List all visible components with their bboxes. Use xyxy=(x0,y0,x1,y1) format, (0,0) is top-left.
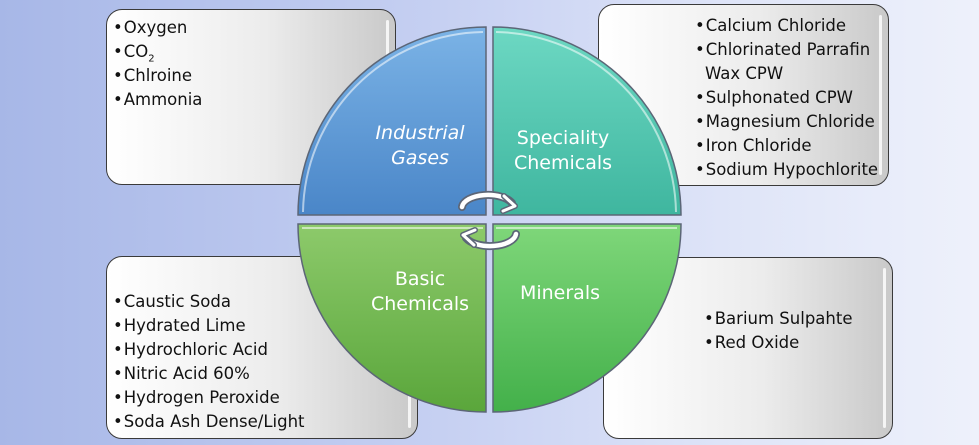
industrial-gases-label: Industrial Gases xyxy=(375,122,465,169)
basic-chemicals-label: Basic Chemicals xyxy=(370,268,470,315)
speciality-chemicals-quadrant xyxy=(492,26,682,216)
list-item: •Calcium Chloride xyxy=(695,16,847,35)
industrial-gases-list: •Oxygen •CO2 •Chlroine •Ammonia xyxy=(113,16,202,112)
list-item: •Caustic Soda xyxy=(113,292,231,311)
list-item: •Ammonia xyxy=(113,90,203,109)
list-item: •Oxygen xyxy=(113,18,188,37)
speciality-chemicals-label: Speciality Chemicals xyxy=(513,127,613,174)
list-item: •Hydrochloric Acid xyxy=(113,340,268,359)
list-item: •CO2 xyxy=(113,42,155,65)
list-item: •Magnesium Chloride xyxy=(695,112,875,131)
list-item: •Hydrogen Peroxide xyxy=(113,388,280,407)
list-item: •Sodium Hypochlorite xyxy=(695,160,879,179)
list-item: •Red Oxide xyxy=(704,333,800,352)
list-item: •Sulphonated CPW xyxy=(695,88,853,107)
list-item: •Soda Ash Dense/Light xyxy=(113,412,305,431)
minerals-label: Minerals xyxy=(519,282,601,304)
list-item: •Barium Sulpahte xyxy=(704,309,853,328)
list-item: •Nitric Acid 60% xyxy=(113,364,250,383)
list-item: •Chlroine xyxy=(113,66,193,85)
cycle-arrows-icon xyxy=(458,190,520,251)
minerals-list: •Barium Sulpahte •Red Oxide xyxy=(704,307,853,355)
list-item: •Iron Chloride xyxy=(695,136,812,155)
list-item: •Hydrated Lime xyxy=(113,316,246,335)
basic-chemicals-list: •Caustic Soda •Hydrated Lime •Hydrochlor… xyxy=(113,290,305,434)
minerals-quadrant xyxy=(492,223,682,413)
industrial-gases-quadrant xyxy=(297,26,487,216)
basic-chemicals-quadrant xyxy=(297,223,487,413)
